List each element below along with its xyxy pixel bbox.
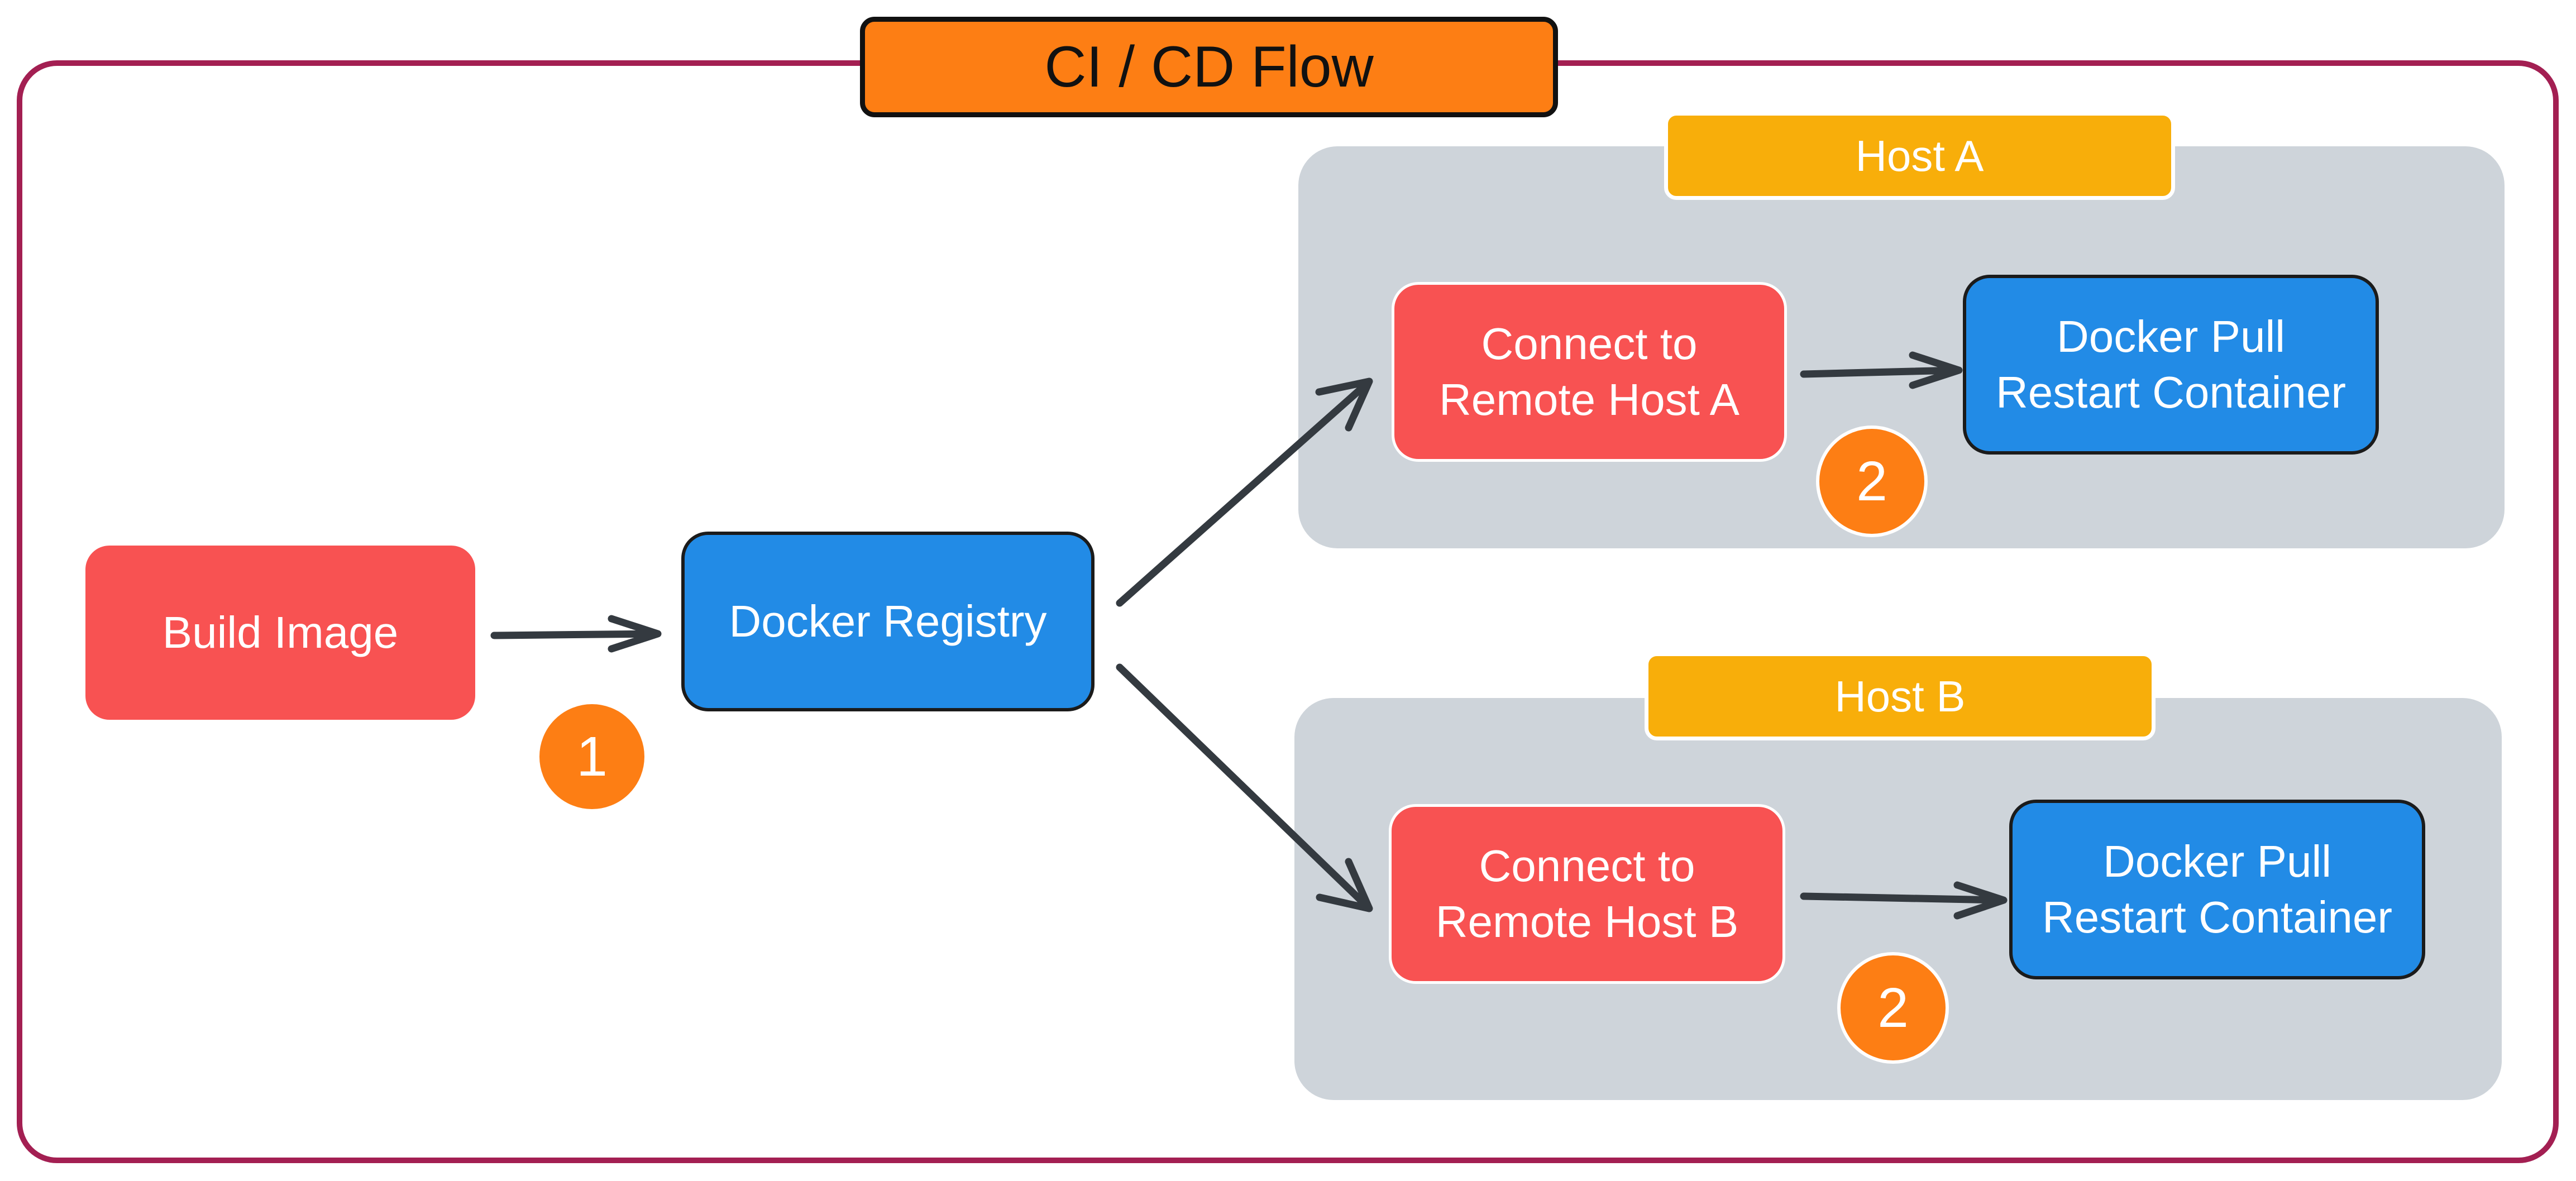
docker-pull-host-a-line-1: Docker Pull [2056,312,2285,361]
docker-pull-host-b-line-1: Docker Pull [2102,836,2331,886]
connect-host-b-node: Connect to Remote Host B [1389,804,1785,984]
arrow-build-to-registry [490,615,662,653]
connect-host-b-line-2: Remote Host B [1435,897,1739,946]
docker-pull-host-b-line-2: Restart Container [2042,892,2392,942]
step-1-badge: 1 [536,701,648,812]
host-b-tag: Host B [1645,652,2156,740]
arrow-registry-to-host-b [1116,663,1373,912]
docker-registry-label: Docker Registry [729,596,1047,646]
docker-pull-host-a-node: Docker Pull Restart Container [1963,275,2379,455]
connect-host-a-line-1: Connect to [1481,319,1698,369]
docker-pull-host-b-node: Docker Pull Restart Container [2009,800,2425,979]
connect-host-a-line-2: Remote Host A [1438,375,1739,424]
build-image-node: Build Image [83,543,478,723]
build-image-label: Build Image [162,608,399,657]
connect-host-b-line-1: Connect to [1479,841,1695,891]
host-a-tag: Host A [1664,112,2175,200]
docker-registry-node: Docker Registry [681,532,1095,711]
arrow-registry-to-host-a [1116,377,1373,607]
arrow-host-a-connect-to-pull [1800,351,1963,389]
step-2-host-a-badge: 2 [1816,425,1928,537]
connect-host-a-node: Connect to Remote Host A [1392,282,1787,462]
arrow-host-b-connect-to-pull [1800,881,2008,920]
diagram-title: CI / CD Flow [860,17,1558,117]
docker-pull-host-a-line-2: Restart Container [1996,367,2346,417]
step-2-host-b-badge: 2 [1837,952,1949,1064]
